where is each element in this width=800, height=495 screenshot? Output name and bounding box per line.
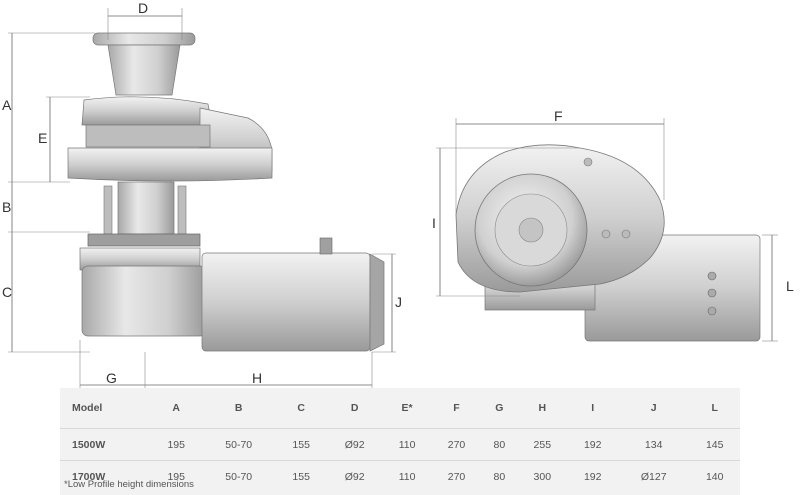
stud-right: [177, 185, 187, 235]
table-cell: Ø92: [344, 470, 365, 483]
side-view: [67, 32, 385, 352]
table-cell: 270: [447, 470, 466, 483]
drum-cap: [92, 32, 196, 46]
table-cell: 110: [382, 428, 432, 461]
col-header: A: [151, 388, 202, 429]
col-header: G: [481, 388, 518, 429]
footnote: *Low Profile height dimensions: [64, 479, 194, 490]
table-cell: 192: [583, 470, 602, 483]
table-cell: 1500W: [60, 428, 151, 461]
col-header: F: [431, 388, 482, 429]
dim-label-c: C: [2, 284, 12, 300]
table-header-row: Model A B C D E* F G H I J L: [60, 388, 740, 429]
table-cell: 110: [398, 470, 416, 483]
table-row: 1500W 195 50-70 155 Ø92 110 270 80 255 1…: [60, 428, 740, 461]
table-cell: 80: [481, 428, 518, 461]
table-cell: 80: [493, 470, 506, 483]
col-header: B: [201, 388, 276, 429]
table-cell: 50-70: [225, 470, 253, 483]
dim-label-j: J: [395, 294, 402, 310]
terminal-post: [319, 237, 333, 255]
spec-table: Model A B C D E* F G H I J L 1500W 195 5…: [60, 388, 740, 492]
table-cell: 255: [517, 428, 568, 461]
col-header: Model: [60, 388, 151, 429]
top-view: [455, 144, 761, 342]
dim-label-d: D: [138, 0, 148, 16]
table-cell: 134: [617, 428, 690, 461]
table-cell: 50-70: [201, 428, 276, 461]
stud-left: [103, 185, 113, 235]
terminal-1: [707, 271, 717, 281]
table-cell: 300: [533, 470, 552, 483]
bolt-2: [601, 229, 611, 239]
col-header: I: [567, 388, 618, 429]
col-header: C: [275, 388, 327, 429]
col-header: L: [689, 388, 740, 429]
dim-label-f: F: [554, 108, 563, 124]
bolt-1: [583, 157, 593, 167]
table-cell: 195: [167, 470, 185, 483]
motor-end: [369, 253, 385, 352]
motor-body: [201, 252, 371, 352]
gear-housing: [81, 265, 207, 337]
dim-label-g: G: [106, 370, 117, 386]
table-cell: 1700W: [72, 470, 106, 483]
table-cell: Ø127: [640, 470, 667, 483]
gypsy-band: [85, 124, 211, 148]
terminal-2: [707, 288, 717, 298]
dim-label-i: I: [432, 215, 436, 231]
table-cell: 155: [292, 470, 310, 483]
side-dimensions: D A B C E J G H: [2, 0, 402, 390]
terminal-3: [707, 306, 717, 316]
table-cell: 195: [151, 428, 202, 461]
gypsy-hub: [518, 217, 544, 243]
table-cell: 140: [705, 470, 724, 483]
dim-label-a: A: [2, 97, 12, 113]
dim-label-b: B: [2, 199, 11, 215]
table-row: 1700W 195 50-70 155 Ø92 110 270 80 300 1…: [60, 461, 740, 493]
table-cell: 192: [567, 428, 618, 461]
table-cell: Ø92: [326, 428, 383, 461]
col-header: D: [326, 388, 383, 429]
bolt-3: [621, 229, 631, 239]
drum: [107, 44, 181, 96]
dim-label-l: L: [786, 278, 794, 294]
table-cell: 145: [689, 428, 740, 461]
top-dimensions: F I L: [432, 108, 794, 342]
shaft: [117, 181, 175, 235]
table-cell: 155: [275, 428, 327, 461]
col-header: J: [617, 388, 690, 429]
mount-plate: [87, 233, 201, 247]
spec-table-panel: Model A B C D E* F G H I J L 1500W 195 5…: [60, 388, 740, 495]
dim-label-e: E: [38, 130, 47, 146]
col-header: H: [517, 388, 568, 429]
upper-housing: [81, 96, 213, 126]
base-deck: [67, 147, 273, 182]
table-cell: 270: [431, 428, 482, 461]
col-header: E*: [382, 388, 432, 429]
dim-label-h: H: [252, 370, 262, 386]
